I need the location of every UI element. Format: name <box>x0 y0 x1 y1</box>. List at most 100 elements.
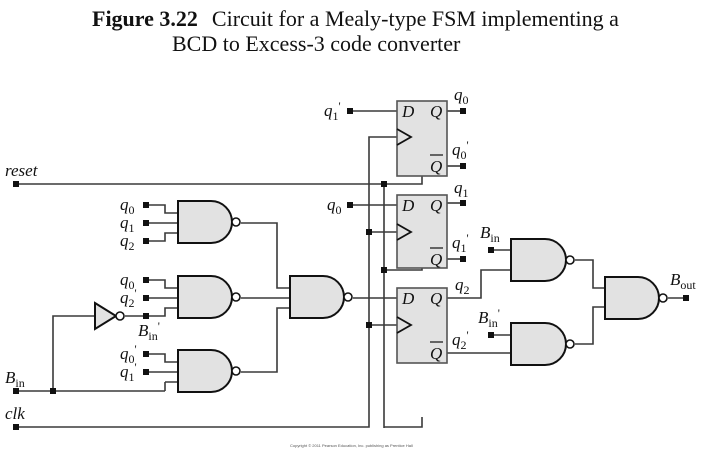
terminal-g6-binn <box>488 332 494 338</box>
label-g2-in-0: q0 <box>120 270 135 292</box>
label-g2-in-1: q2' <box>120 286 137 310</box>
junction-clk-2 <box>366 322 372 328</box>
terminal-ff1-q <box>460 108 466 114</box>
label-g1-in-2: q2 <box>120 231 135 253</box>
inversion-bubble <box>565 255 575 265</box>
label-g1-in-0: q0 <box>120 195 135 217</box>
flipflop-body <box>396 287 448 364</box>
flipflop-2: D Q Q <box>396 194 448 269</box>
nand-gate-1 <box>177 200 241 244</box>
wire-g3-inputs <box>146 353 178 391</box>
wire-bin-to-inverter <box>52 315 95 391</box>
label-ff1-qbar: q0' <box>452 138 469 162</box>
wire-clk <box>16 136 397 428</box>
terminal-clk <box>13 424 19 430</box>
junction-bin <box>50 388 56 394</box>
wire-reset-bus <box>383 176 423 428</box>
label-ff3-q: q2 <box>455 275 470 297</box>
terminal-ff1-d <box>347 108 353 114</box>
terminal-ff1-qbar <box>460 163 466 169</box>
inversion-bubble <box>115 311 125 321</box>
terminal-g1-q0 <box>143 202 149 208</box>
q-pin-label: Q <box>430 289 442 308</box>
label-bout: Bout <box>670 270 696 292</box>
terminal-ff2-qbar <box>460 256 466 262</box>
terminal-g3-q1n <box>143 369 149 375</box>
flipflop-1: D Q Q <box>396 100 448 177</box>
label-ff2-q: q1 <box>454 178 469 200</box>
clock-triangle-icon <box>396 128 413 146</box>
flipflop-body <box>396 194 448 269</box>
wire-g2-inputs <box>146 279 178 317</box>
label-ff1-q: q0 <box>454 85 469 107</box>
labels: reset clk Bin q0 q1 q2 q0 q2' Bin' q0' q… <box>5 85 696 423</box>
junction-reset-1 <box>381 181 387 187</box>
nand-body <box>177 200 233 244</box>
nand-body <box>177 349 233 393</box>
flipflop-body <box>396 100 448 177</box>
figure-number: Figure 3.22 <box>92 6 198 31</box>
terminal-g3-q0n <box>143 351 149 357</box>
label-g6-bin-prime: Bin' <box>478 306 500 330</box>
terminal-g2-q2n <box>143 295 149 301</box>
label-reset: reset <box>5 161 39 180</box>
wire-g1-out <box>241 222 290 289</box>
wire-clk-branches <box>369 231 397 326</box>
label-g5-bin: Bin <box>480 223 500 245</box>
terminal-g2-q0 <box>143 277 149 283</box>
copyright-notice: Copyright © 2011 Pearson Education, Inc.… <box>290 443 413 448</box>
terminal-g2-binn <box>143 313 149 319</box>
inversion-bubble <box>231 292 241 302</box>
terminal-ff2-d <box>347 202 353 208</box>
nand-gate-output <box>604 276 668 320</box>
wire-g3-out <box>241 307 290 373</box>
inversion-bubble <box>658 293 668 303</box>
wires <box>16 110 686 428</box>
terminal-bin <box>13 388 19 394</box>
label-bin: Bin <box>5 368 25 390</box>
qbar-pin-label: Q <box>430 344 442 363</box>
label-clk: clk <box>5 404 25 423</box>
label-ff3-qbar: q2' <box>452 328 469 352</box>
nand-body <box>510 238 567 282</box>
terminal-bout <box>683 295 689 301</box>
terminal-ff2-q <box>460 200 466 206</box>
flipflop-3: D Q Q <box>396 287 448 364</box>
junction-reset-2 <box>381 267 387 273</box>
label-g2-bin-prime: Bin' <box>138 319 160 343</box>
wire-g5-out <box>575 259 605 289</box>
nand-body <box>510 322 567 366</box>
qbar-pin-label: Q <box>430 157 442 176</box>
inversion-bubble <box>231 217 241 227</box>
nand-gate-2 <box>177 275 241 319</box>
nand-gate-4 <box>289 275 353 319</box>
inversion-bubble <box>565 339 575 349</box>
d-pin-label: D <box>401 196 415 215</box>
nand-gate-6 <box>510 322 575 366</box>
label-ff1-d-input: q1' <box>324 99 341 123</box>
terminal-g5-bin <box>488 247 494 253</box>
terminal-reset <box>13 181 19 187</box>
terminal-g1-q1 <box>143 220 149 226</box>
wire-ff3-q <box>447 269 511 299</box>
label-g3-in-1: q1' <box>120 360 137 384</box>
label-g1-in-1: q1 <box>120 213 135 235</box>
d-pin-label: D <box>401 102 415 121</box>
caption-line-2: BCD to Excess-3 code converter <box>172 31 461 56</box>
label-ff2-d-input: q0 <box>327 195 342 217</box>
inversion-bubble <box>343 292 353 302</box>
nand-body <box>604 276 660 320</box>
inversion-bubble <box>231 366 241 376</box>
wire-g6-out <box>575 306 605 345</box>
inverter <box>94 301 125 331</box>
terminals <box>13 108 689 430</box>
nand-body <box>289 275 345 319</box>
q-pin-label: Q <box>430 196 442 215</box>
q-pin-label: Q <box>430 102 442 121</box>
wire-g1-inputs <box>146 204 178 242</box>
junction-clk-1 <box>366 229 372 235</box>
nand-gate-5 <box>510 238 575 282</box>
